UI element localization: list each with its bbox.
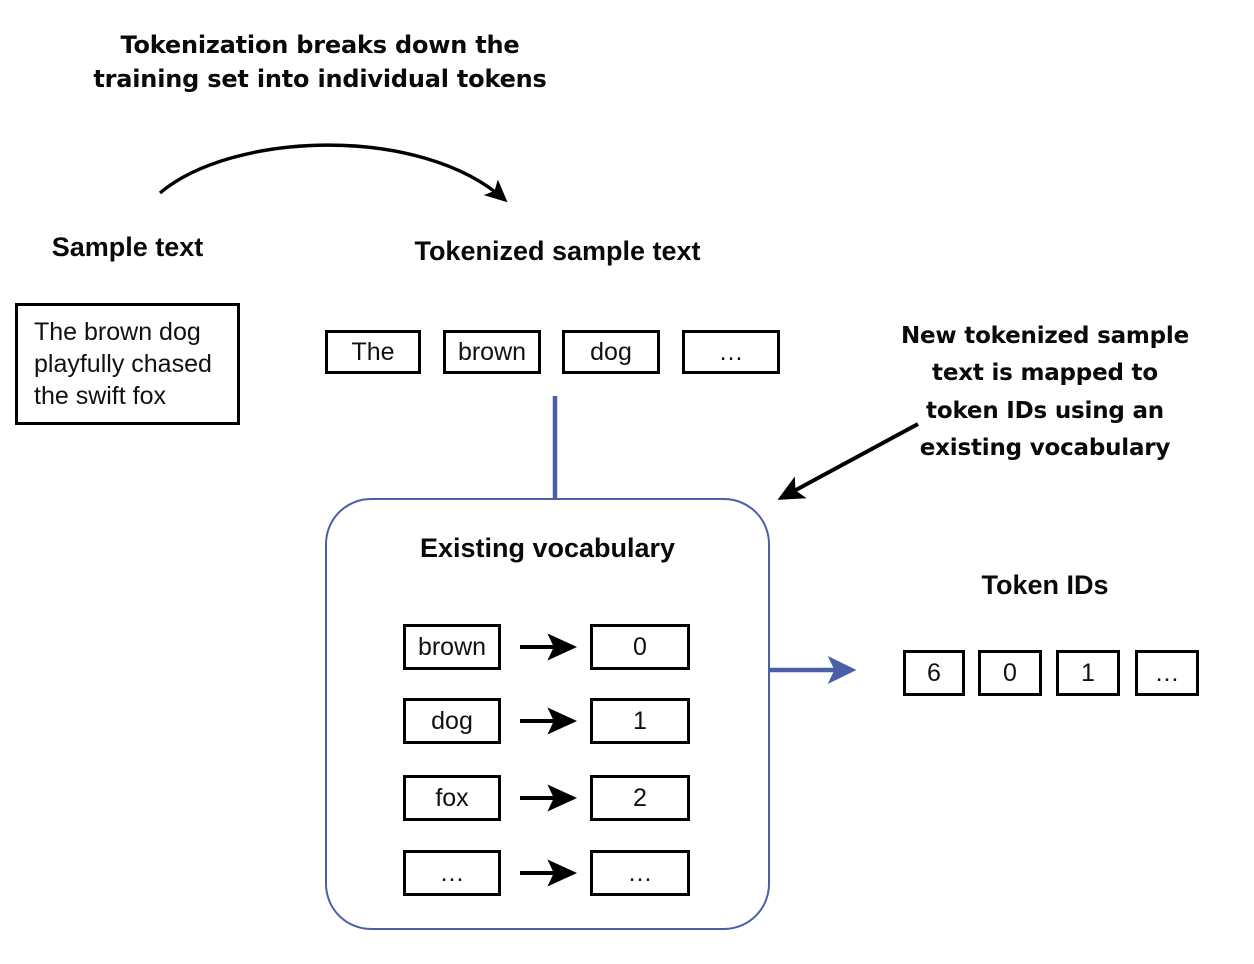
vocab-word-box: brown [403, 624, 501, 670]
vocab-id-label: 0 [633, 632, 647, 661]
token-id-label: … [1154, 658, 1180, 687]
vocab-word-label: dog [431, 706, 473, 735]
token-ids-heading: Token IDs [981, 570, 1109, 600]
token-box: … [682, 330, 780, 374]
vocab-word-label: brown [417, 632, 487, 661]
token-box: brown [443, 330, 541, 374]
existing-vocabulary-heading: Existing vocabulary [419, 533, 676, 563]
token-id-box: … [1135, 650, 1199, 696]
vocab-id-label: 2 [633, 783, 647, 812]
vocab-id-box: 0 [590, 624, 690, 670]
token-box: The [325, 330, 421, 374]
vocab-id-box: … [590, 850, 690, 896]
vocab-word-box: dog [403, 698, 501, 744]
vocab-word-box: fox [403, 775, 501, 821]
vocab-id-label: 1 [633, 706, 647, 735]
vocab-id-label: … [627, 858, 653, 887]
token-label: The [351, 337, 395, 366]
token-id-box: 0 [978, 650, 1042, 696]
token-id-label: 1 [1081, 658, 1095, 687]
top-annotation: Tokenization breaks down the training se… [93, 31, 547, 94]
vocab-word-box: … [403, 850, 501, 896]
tokenized-sample-text-heading: Tokenized sample text [414, 236, 701, 266]
token-label: brown [457, 337, 527, 366]
vocab-id-box: 1 [590, 698, 690, 744]
token-id-box: 1 [1056, 650, 1120, 696]
token-label: dog [590, 337, 632, 366]
token-id-box: 6 [903, 650, 965, 696]
token-box: dog [562, 330, 660, 374]
sample-text-heading: Sample text [51, 232, 204, 262]
token-id-label: 6 [927, 658, 941, 687]
token-label: … [718, 337, 744, 366]
vocab-word-label: fox [435, 783, 469, 812]
right-annotation: New tokenized sample text is mapped to t… [900, 323, 1189, 461]
vocab-word-label: … [439, 858, 465, 887]
token-id-label: 0 [1003, 658, 1017, 687]
vocab-id-box: 2 [590, 775, 690, 821]
sample-text-box: The brown dog playfully chased the swift… [15, 303, 240, 425]
curved-arrow-icon [158, 143, 508, 203]
